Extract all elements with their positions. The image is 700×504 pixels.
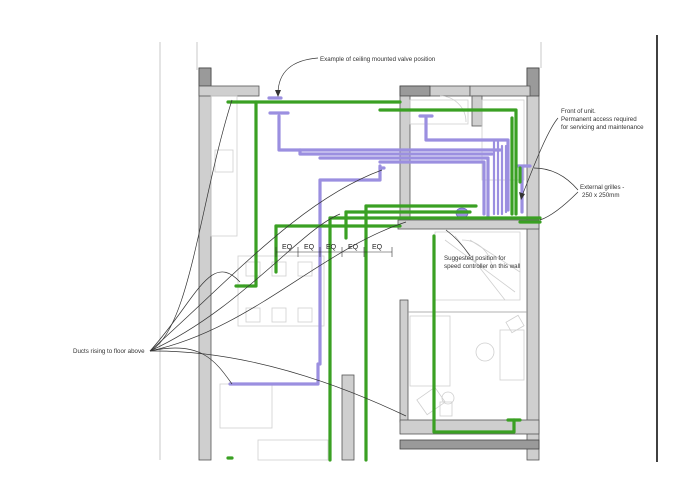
kitchen-hob <box>214 149 234 173</box>
bedroom-chair <box>475 342 495 362</box>
dining-chair-1 <box>245 261 261 277</box>
dim-label-eq-1: EQ <box>282 244 293 251</box>
extract-duct-top <box>378 108 518 216</box>
leader-ducts-rising-1 <box>149 99 233 352</box>
wall-lower-stub <box>341 374 355 461</box>
extract-duct-kitchen <box>226 100 258 288</box>
leader-ducts-rising-3 <box>149 169 383 352</box>
dim-label-eq-4: EQ <box>348 244 359 251</box>
wall-lower-base <box>399 439 540 450</box>
wall-top-middle-dark <box>399 85 431 97</box>
dining-chair-5 <box>271 307 287 323</box>
label-speed-controller-line-2: speed controller on this wall <box>444 263 520 270</box>
door-swing-top <box>439 95 467 123</box>
bedroom-side-table <box>439 401 453 417</box>
label-valve-example: Example of ceiling mounted valve positio… <box>320 56 436 63</box>
dining-chair-4 <box>245 307 261 323</box>
label-front-of-unit-line-1: Front of unit. <box>561 108 596 115</box>
wall-partition-horizontal <box>397 219 540 230</box>
sofa <box>219 383 273 429</box>
wall-lower-partition <box>399 299 409 423</box>
wc-area <box>409 99 469 125</box>
extract-duct-bedroom <box>432 234 516 434</box>
bedroom-lamp <box>441 391 455 405</box>
leader-ducts-rising-5 <box>149 347 233 385</box>
dining-table <box>237 255 325 327</box>
supply-duct-wc <box>424 116 510 212</box>
wall-left <box>198 67 212 461</box>
label-front-of-unit-line-2: Permanent access required <box>561 116 637 123</box>
annotations: Example of ceiling mounted valve positio… <box>73 56 644 355</box>
supply-duct-top-run-3 <box>318 156 490 218</box>
leader-external-grille-1 <box>533 167 579 191</box>
leader-external-grille-2 <box>539 191 579 221</box>
bedroom-cabinet <box>499 329 525 381</box>
label-external-grilles-line-2: 250 x 250mm <box>582 192 620 199</box>
wall-top-right <box>469 85 531 97</box>
supply-duct-top-run <box>277 114 502 152</box>
supply-duct-down <box>318 164 382 366</box>
supply-duct-top-run-4 <box>378 160 486 216</box>
dim-label-eq-3: EQ <box>326 244 337 251</box>
wall-lower-stub-inner <box>345 379 351 459</box>
supply-duct-living <box>228 362 320 386</box>
leader-ducts-rising-7 <box>149 221 407 352</box>
label-external-grilles-line-1: External grilles - <box>580 184 624 191</box>
bedroom-chair-small <box>505 314 525 334</box>
dining-chair-3 <box>297 261 313 277</box>
leader-ducts-rising-6 <box>149 350 407 417</box>
supply-duct-top-run-2 <box>298 148 494 156</box>
leader-front-of-unit <box>521 117 559 197</box>
leader-lines <box>149 57 579 417</box>
furniture-background <box>210 95 527 461</box>
leader-front-arrowhead <box>519 192 525 200</box>
stair-curve <box>461 239 493 271</box>
dim-label-eq-2: EQ <box>304 244 315 251</box>
lower-unit <box>257 439 329 461</box>
wall-right <box>526 67 540 461</box>
label-ducts-rising: Ducts rising to floor above <box>73 348 145 355</box>
leader-valve-example <box>277 57 319 95</box>
bedroom-desk <box>409 315 451 387</box>
wall-left-corner <box>198 67 212 87</box>
dim-label-eq-5: EQ <box>372 244 383 251</box>
leader-speed-controller <box>445 229 471 257</box>
leader-ducts-rising-2 <box>149 271 241 352</box>
label-front-of-unit-line-3: for servicing and maintenance <box>561 124 644 131</box>
eq-dimension-string: EQ EQ EQ EQ EQ <box>275 244 393 257</box>
wall-top-left <box>198 85 260 97</box>
leader-ducts-rising-4 <box>149 213 341 352</box>
dining-chair-2 <box>271 261 287 277</box>
label-speed-controller-line-1: Suggested position for <box>444 255 506 262</box>
supply-ducts <box>228 96 532 386</box>
dining-chair-6 <box>297 307 313 323</box>
extract-ducts <box>226 100 542 462</box>
leader-valve-arrowhead <box>275 90 281 97</box>
kitchen-counter <box>210 95 238 237</box>
bedroom-chair-lower <box>416 386 446 416</box>
